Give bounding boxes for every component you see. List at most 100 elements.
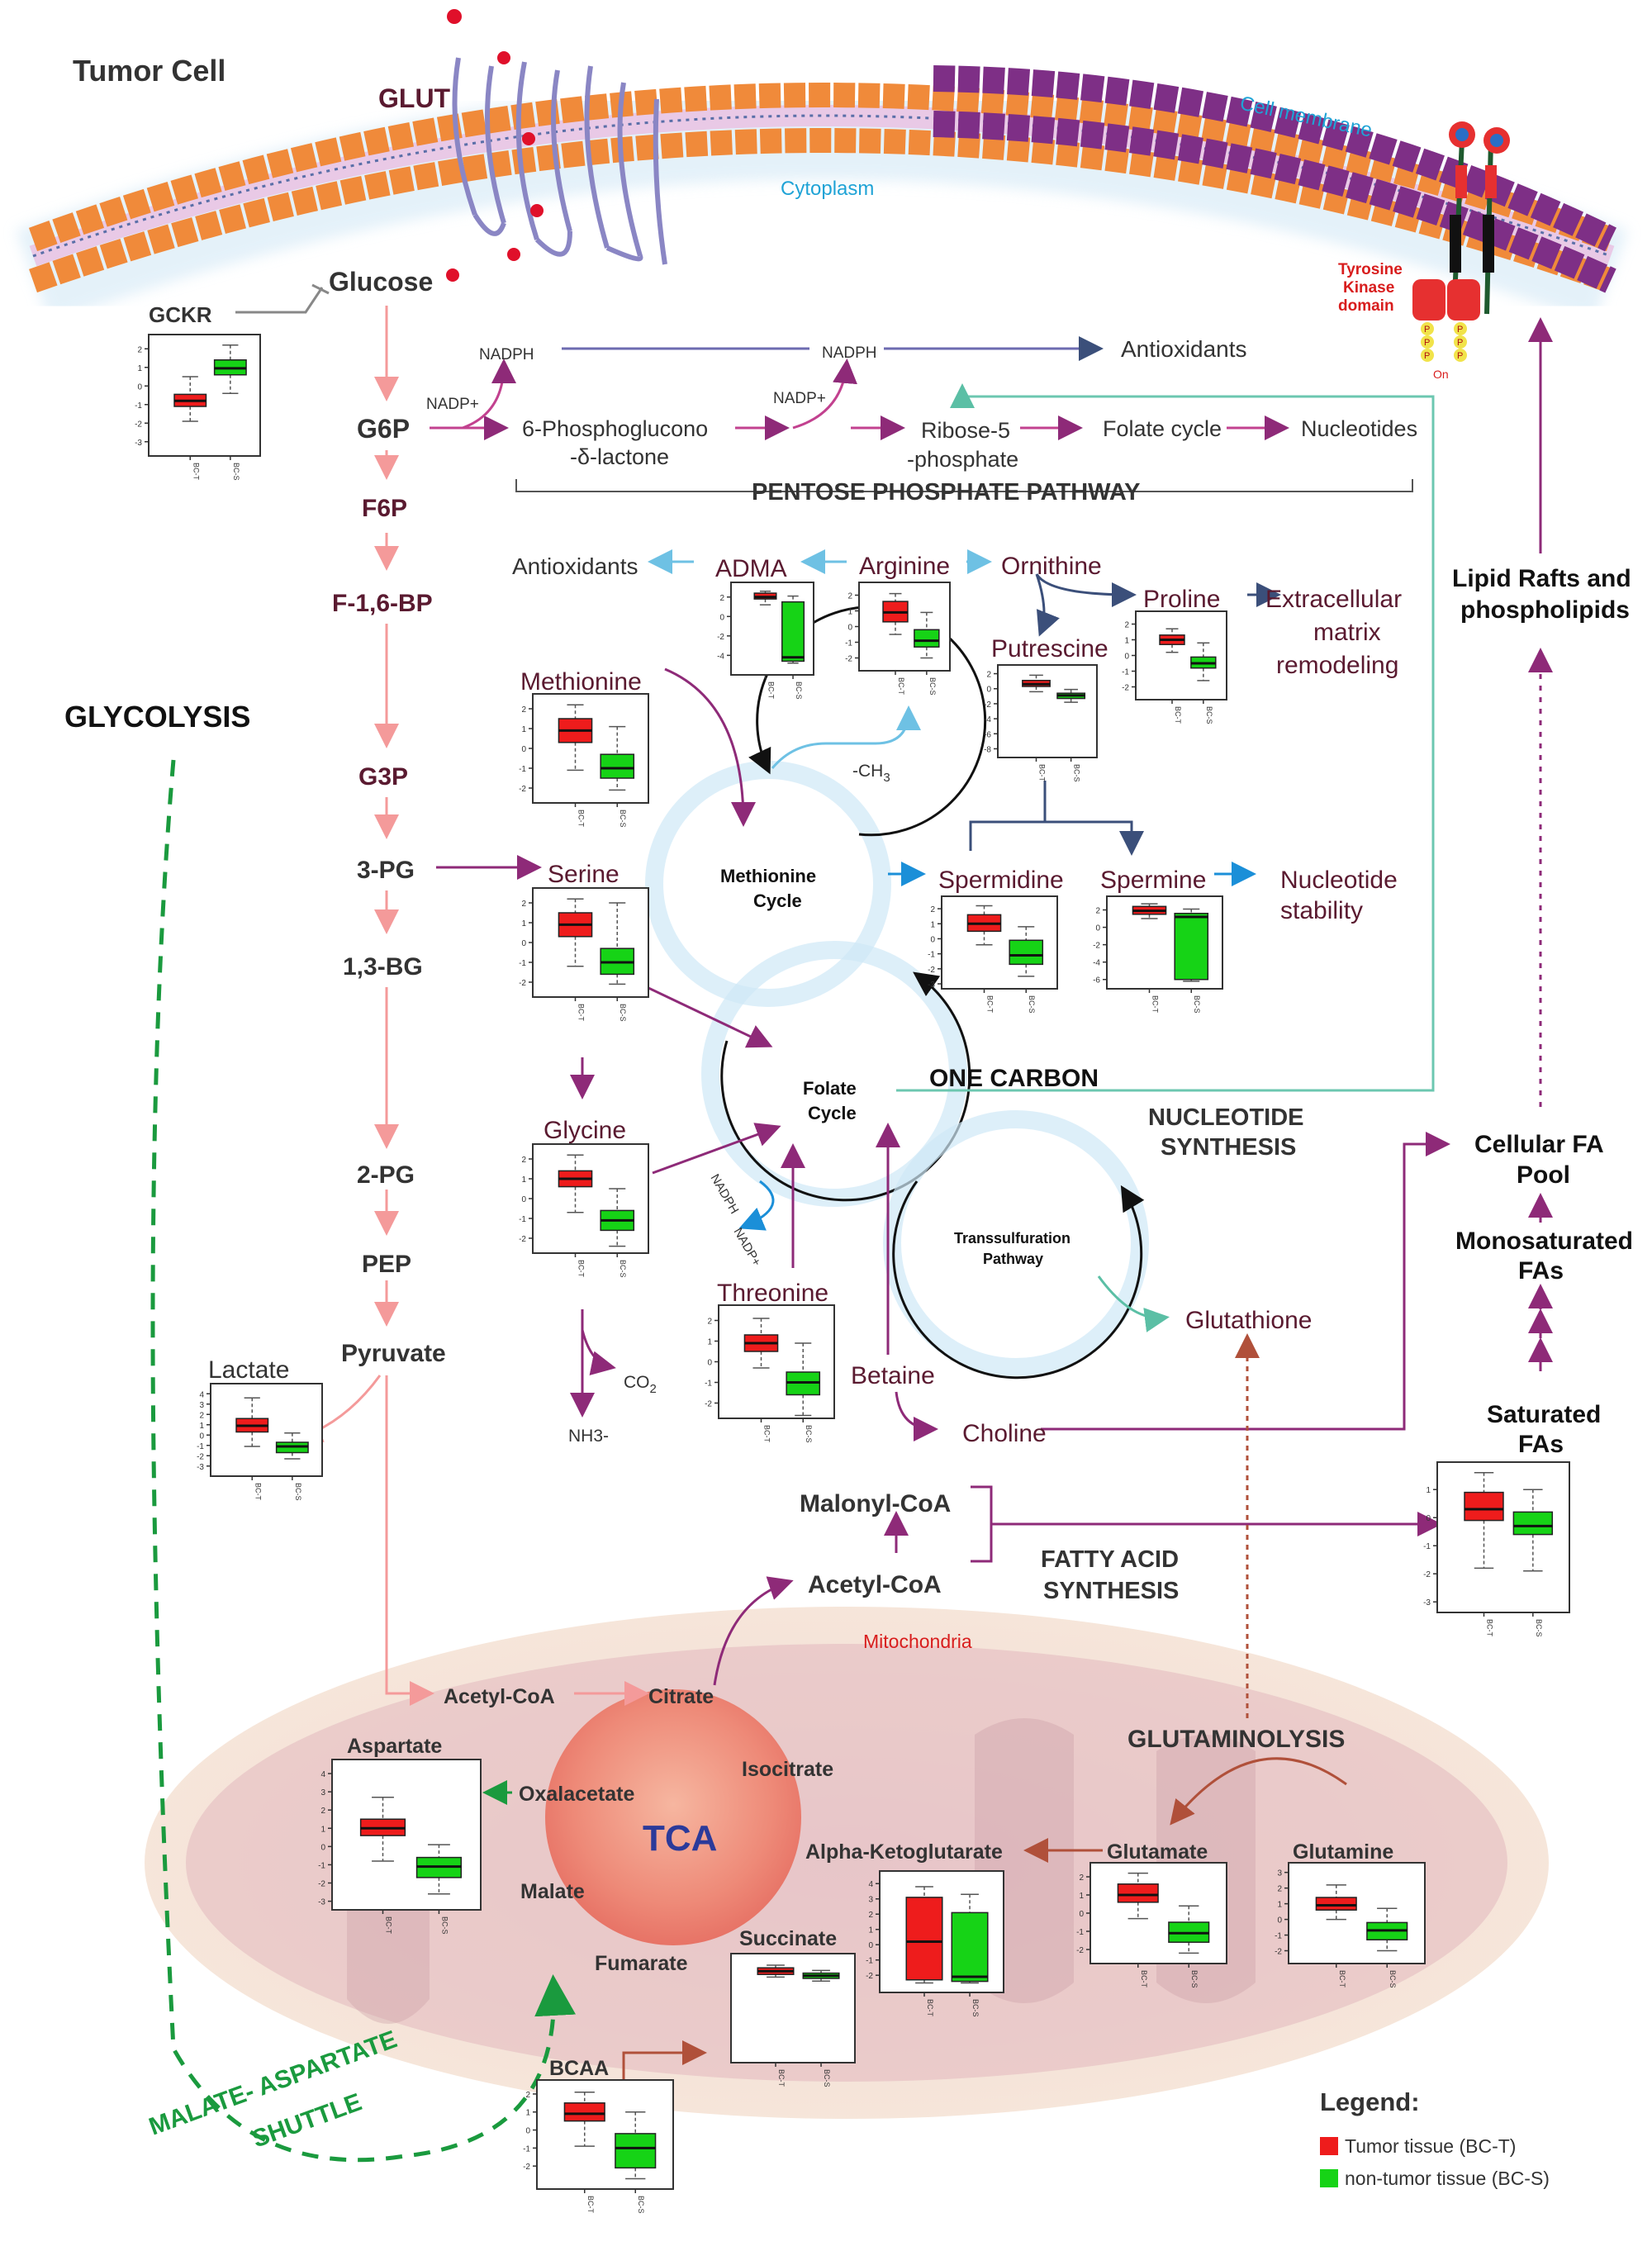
y-tick-label: 4 — [320, 1770, 325, 1779]
y-tick-label: 0 — [521, 939, 526, 948]
nontumor-box — [600, 753, 635, 779]
tca-circle — [545, 1689, 801, 1945]
pg3-label: 3-PG — [357, 857, 415, 884]
mono-fa-2: FAs — [1518, 1257, 1564, 1285]
x-tick-label: BC-S — [1389, 1970, 1397, 1988]
folate-cycle-label: Folate cycle — [1103, 416, 1222, 441]
x-tick-label: BC-S — [440, 1916, 449, 1935]
x-tick-label: BC-T — [1140, 1970, 1148, 1987]
ch3-label: -CH3 — [852, 762, 890, 785]
rtk-line-2: Kinase — [1343, 279, 1394, 297]
gckr-label: GCKR — [149, 302, 212, 327]
fas-1: FATTY ACID — [1041, 1546, 1179, 1573]
y-tick-label: -3 — [197, 1463, 204, 1472]
y-tick-label: -6 — [1093, 976, 1100, 985]
gckr-inhibition — [235, 283, 330, 314]
serine-label: Serine — [548, 861, 620, 888]
y-tick-label: -1 — [519, 1215, 526, 1224]
y-tick-label: -3 — [1423, 1598, 1431, 1608]
y-tick-label: 0 — [199, 1432, 204, 1441]
y-tick-label: -1 — [866, 1957, 873, 1966]
y-tick-label: 0 — [719, 613, 724, 622]
x-tick-label: BC-T — [1486, 1619, 1494, 1636]
transsulfuration-2: Pathway — [983, 1251, 1043, 1267]
y-tick-label: 0 — [930, 935, 935, 944]
y-tick-label: -3 — [928, 981, 935, 990]
x-tick-label: BC-T — [1151, 995, 1160, 1013]
glutamate-label: Glutamate — [1107, 1840, 1208, 1864]
x-tick-label: BC-T — [577, 1260, 586, 1277]
choline-label: Choline — [962, 1420, 1047, 1447]
y-tick-label: 3 — [868, 1896, 873, 1905]
y-tick-label: -2 — [135, 420, 142, 429]
y-tick-label: -4 — [1093, 959, 1100, 968]
y-tick-label: -2 — [717, 633, 724, 642]
cellular-fa-2: Pool — [1517, 1161, 1570, 1189]
plot-frame — [1135, 610, 1227, 700]
glutaminolysis-label: GLUTAMINOLYSIS — [1127, 1726, 1345, 1753]
citrate-label: Citrate — [648, 1685, 714, 1708]
tyrosine-kinase-receptor — [1412, 121, 1510, 362]
glucose-molecules — [446, 9, 544, 282]
f6p-label: F6P — [362, 495, 407, 522]
y-tick-label: 3 — [199, 1401, 204, 1410]
bg13-label: 1,3-BG — [343, 953, 423, 981]
malonyl-label: Malonyl-CoA — [800, 1490, 951, 1517]
plot-frame — [858, 582, 951, 672]
y-tick-label: 2 — [930, 905, 935, 914]
y-tick-label: 2 — [986, 671, 991, 680]
cytoplasm-label: Cytoplasm — [781, 178, 874, 200]
cellular-fa-1: Cellular FA — [1474, 1131, 1604, 1158]
y-tick-label: 2 — [719, 594, 724, 603]
y-tick-label: 1 — [320, 1825, 325, 1834]
x-tick-label: BC-S — [619, 810, 627, 828]
transsulfuration-1: Transsulfuration — [954, 1230, 1070, 1247]
nadph-2: NADPH — [822, 344, 877, 362]
y-tick-label: 2 — [137, 345, 142, 354]
threonine-label: Threonine — [717, 1280, 828, 1307]
on-label: On — [1433, 368, 1449, 381]
plot-frame — [718, 1304, 835, 1419]
y-tick-label: 1 — [1277, 1901, 1282, 1910]
betaine-label: Betaine — [851, 1362, 935, 1389]
y-tick-label: -2 — [1423, 1570, 1431, 1579]
f16bp-label: F-1,6-BP — [332, 590, 433, 617]
x-tick-label: BC-S — [1073, 764, 1081, 782]
y-tick-label: -1 — [1076, 1928, 1084, 1937]
plot-frame — [532, 693, 649, 804]
y-tick-label: 1 — [847, 608, 852, 617]
nucleotide-stability-1: Nucleotide — [1280, 867, 1398, 894]
nadph-small: NADPH — [708, 1172, 742, 1217]
y-tick-label: 0 — [868, 1941, 873, 1950]
glycolysis-arrows — [297, 306, 649, 1706]
x-tick-label: BC-T — [1174, 706, 1182, 724]
nucleotides-label: Nucleotides — [1301, 416, 1417, 441]
nadph-1: NADPH — [479, 346, 534, 363]
x-tick-label: BC-T — [254, 1483, 262, 1500]
glucose-label: Glucose — [329, 267, 433, 297]
lactate-label: Lactate — [208, 1356, 289, 1384]
lipid-arrows — [150, 317, 1553, 2163]
pg2-label: 2-PG — [357, 1161, 415, 1189]
nontumor-box — [1009, 939, 1044, 966]
x-tick-label: BC-T — [986, 995, 995, 1013]
x-tick-label: BC-S — [823, 2069, 831, 2087]
y-tick-label: -1 — [519, 765, 526, 774]
y-tick-label: 2 — [521, 900, 526, 909]
plot-frame — [532, 887, 649, 998]
y-tick-label: 4 — [868, 1880, 873, 1889]
nh3-label: NH3- — [568, 1427, 609, 1446]
one-carbon-label: ONE CARBON — [929, 1065, 1099, 1092]
y-tick-label: -2 — [523, 2163, 530, 2172]
nadp-plus-2: NADP+ — [773, 390, 826, 407]
y-tick-label: -2 — [866, 1972, 873, 1981]
x-tick-label: BC-S — [795, 681, 803, 700]
